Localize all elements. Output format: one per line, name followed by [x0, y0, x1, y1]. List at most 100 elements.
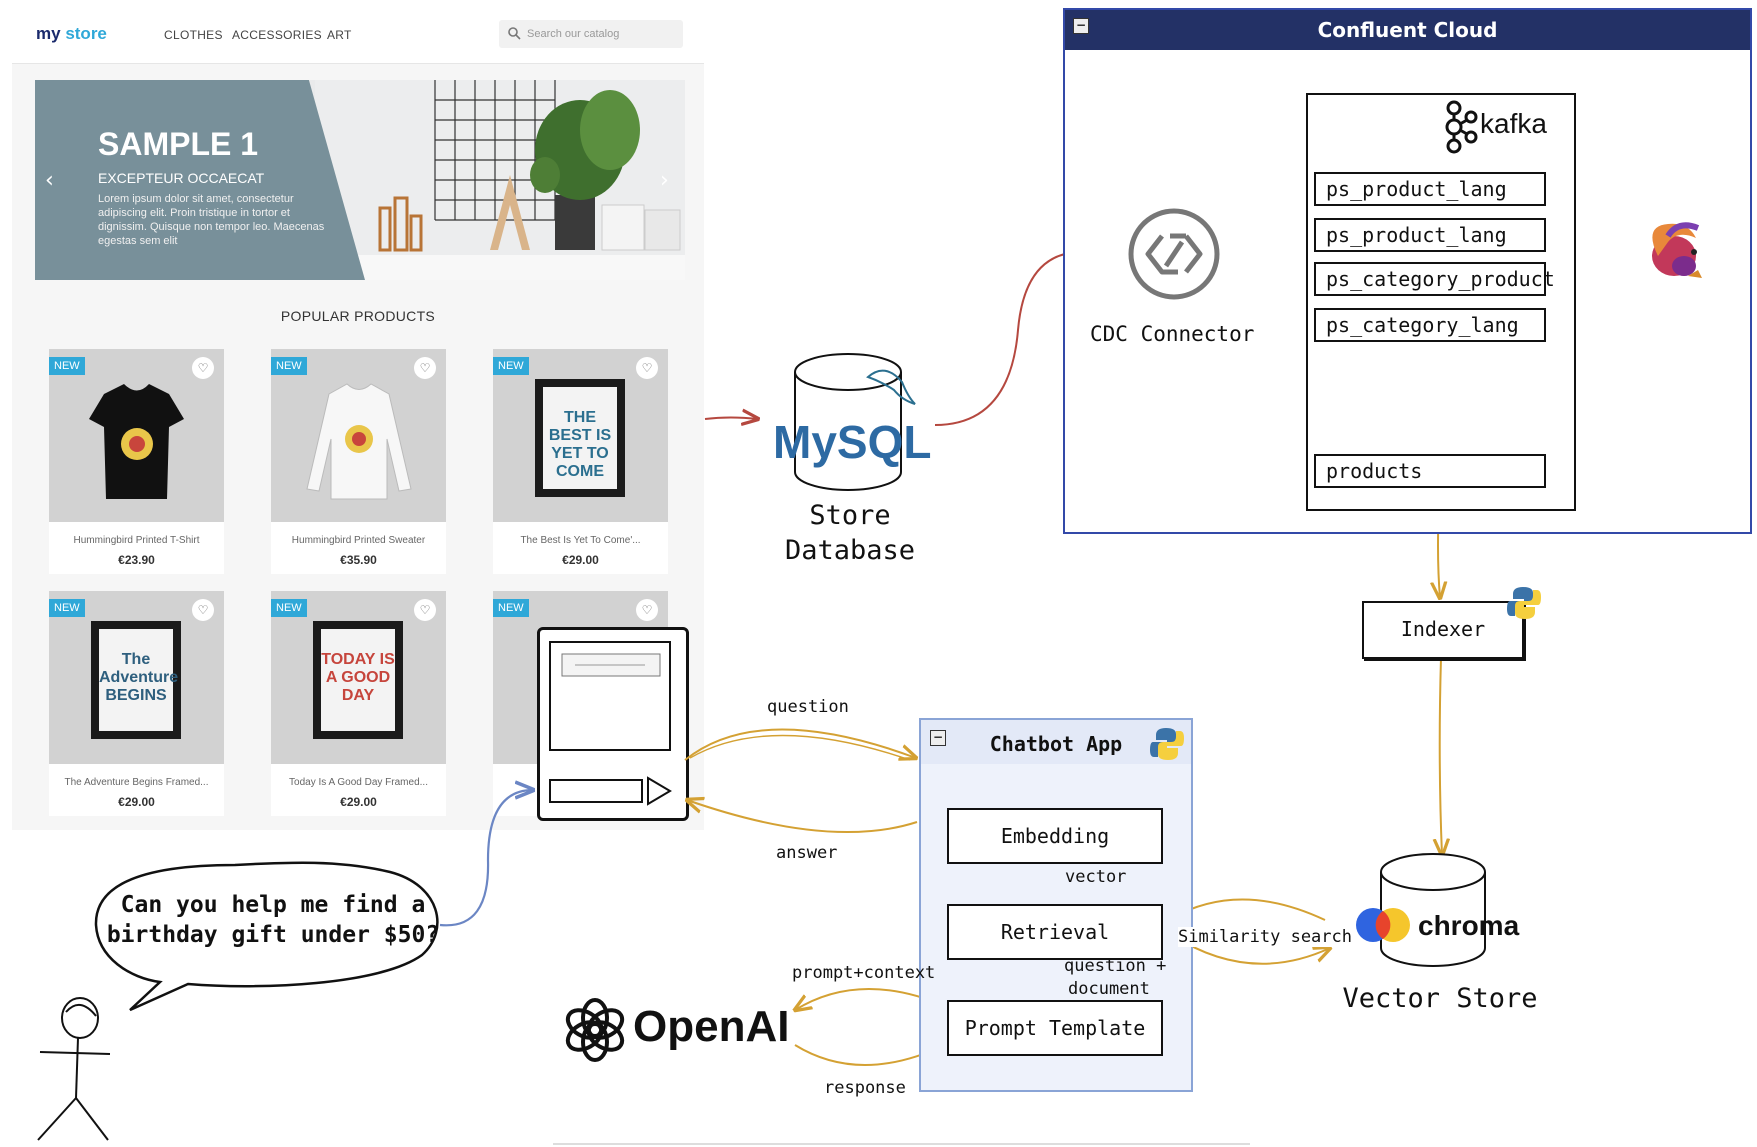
chroma-logo: chroma — [1418, 910, 1520, 941]
hero-next-icon[interactable]: › — [660, 168, 669, 193]
speech-line-2: birthday gift under $50? — [106, 922, 440, 948]
product-name[interactable]: The Best Is Yet To Come'... — [520, 535, 641, 546]
nav-art[interactable]: ART — [327, 28, 352, 42]
confluent-header: − Confluent Cloud — [1065, 10, 1750, 50]
vector-store-label: Vector Store — [1342, 983, 1538, 1014]
answer-arrow — [687, 800, 918, 834]
question-document-edge-label-1: question + — [1064, 956, 1167, 976]
hero-title: SAMPLE 1 — [98, 126, 259, 162]
product-name[interactable]: Today Is A Good Day Framed... — [289, 777, 428, 788]
nav-clothes[interactable]: CLOTHES — [164, 28, 223, 42]
collapse-icon[interactable]: − — [1073, 18, 1089, 34]
product-price: €35.90 — [340, 553, 377, 567]
product-card[interactable]: THE BEST IS YET TO COME NEW ♡ The Best I… — [493, 349, 668, 574]
product-name[interactable]: Hummingbird Printed T-Shirt — [73, 535, 200, 546]
store-header: my store CLOTHES ACCESSORIES ART Search … — [12, 8, 704, 64]
vector-edge-label: vector — [1065, 867, 1127, 887]
topic-ps-category-lang[interactable]: ps_category_lang — [1314, 308, 1546, 342]
product-name[interactable]: Hummingbird Printed Sweater — [291, 535, 426, 546]
similarity-search-edge-label: Similarity search — [1178, 927, 1352, 947]
embedding-step[interactable]: Embedding — [947, 808, 1163, 864]
new-badge: NEW — [271, 599, 307, 617]
kafka-container — [1306, 93, 1576, 511]
prompt-template-step[interactable]: Prompt Template — [947, 1000, 1163, 1056]
flink-squirrel-icon — [1652, 222, 1702, 278]
product-card[interactable]: NEW ♡ Hummingbird Printed Sweater €35.90 — [271, 349, 446, 574]
search-input[interactable]: Search our catalog — [499, 20, 683, 48]
store-to-mysql-arrow — [704, 418, 758, 420]
chroma-icon — [1356, 908, 1410, 942]
mysql-database-icon — [794, 353, 916, 491]
indexer-label: Indexer — [1400, 617, 1486, 641]
product-name[interactable]: The Adventure Begins Framed... — [64, 777, 209, 788]
hero-subtitle: EXCEPTEUR OCCAECAT — [98, 170, 265, 186]
chat-widget-sketch[interactable] — [537, 627, 689, 821]
product-card[interactable]: The Adventure BEGINS NEW ♡ The Adventure… — [49, 591, 224, 816]
product-card[interactable]: TODAY IS A GOOD DAY NEW ♡ Today Is A Goo… — [271, 591, 446, 816]
product-card[interactable]: NEW ♡ Hummingbird Printed T-Shirt €23.90 — [49, 349, 224, 574]
cdc-connector-label: CDC Connector — [1090, 322, 1255, 346]
wishlist-heart-icon[interactable]: ♡ — [636, 357, 658, 379]
speech-bubble — [94, 861, 439, 1012]
speech-line-1: Can you help me find a — [120, 892, 426, 918]
topic-ps-category-product[interactable]: ps_category_product — [1314, 262, 1555, 296]
prompt-context-edge-label: prompt+context — [792, 963, 936, 983]
cdc-connector-icon — [1128, 208, 1220, 300]
hero-photo — [315, 80, 685, 280]
topic-ps-product-lang[interactable]: ps_product_lang — [1314, 172, 1546, 206]
question-edge-label: question — [767, 697, 849, 717]
wishlist-heart-icon[interactable]: ♡ — [192, 599, 214, 621]
product-image — [49, 349, 224, 522]
question-document-edge-label-2: document — [1068, 979, 1150, 999]
store-logo[interactable]: my store — [36, 24, 107, 43]
topic-products[interactable]: products — [1314, 454, 1546, 488]
chat-widget-wireframe — [549, 641, 672, 806]
product-price: €29.00 — [118, 795, 155, 809]
product-image: THE BEST IS YET TO COME — [493, 349, 668, 522]
topic-ps-product-lang[interactable]: ps_product_lang — [1314, 218, 1546, 252]
hero-banner: SAMPLE 1 EXCEPTEUR OCCAECAT Lorem ipsum … — [35, 80, 685, 280]
user-to-widget-arrow — [439, 790, 533, 927]
mysql-label-line2: Database — [784, 535, 916, 566]
user-stick-figure — [37, 997, 111, 1141]
response-edge-label: response — [824, 1078, 906, 1098]
product-price: €29.00 — [562, 553, 599, 567]
chatbot-title: Chatbot App — [989, 732, 1123, 756]
wishlist-heart-icon[interactable]: ♡ — [414, 357, 436, 379]
kafka-label: kafka — [1480, 108, 1547, 139]
new-badge: NEW — [271, 357, 307, 375]
wishlist-heart-icon[interactable]: ♡ — [192, 357, 214, 379]
collapse-icon[interactable]: − — [930, 730, 946, 746]
similarity-search-arrow — [1172, 898, 1326, 920]
chatbot-header: − Chatbot App — [921, 720, 1191, 764]
new-badge: NEW — [49, 357, 85, 375]
tshirt-image — [89, 384, 184, 499]
question-arrow — [689, 734, 911, 761]
new-badge: NEW — [493, 599, 529, 617]
poster-frame: THE BEST IS YET TO COME — [535, 379, 625, 497]
product-image: TODAY IS A GOOD DAY — [271, 591, 446, 764]
python-icon — [1150, 728, 1184, 760]
product-image — [271, 349, 446, 522]
poster-frame: TODAY IS A GOOD DAY — [313, 621, 403, 739]
hero-prev-icon[interactable]: ‹ — [45, 168, 54, 193]
retrieval-step[interactable]: Retrieval — [947, 904, 1163, 960]
new-badge: NEW — [49, 599, 85, 617]
poster-frame: The Adventure BEGINS — [91, 621, 181, 739]
python-icon — [1507, 587, 1541, 619]
wishlist-heart-icon[interactable]: ♡ — [636, 599, 658, 621]
product-price: €29.00 — [340, 795, 377, 809]
product-image: The Adventure BEGINS — [49, 591, 224, 764]
vector-store-database-icon — [1380, 853, 1486, 967]
wishlist-heart-icon[interactable]: ♡ — [414, 599, 436, 621]
indexer-box[interactable]: Indexer — [1362, 601, 1524, 659]
openai-icon — [565, 998, 625, 1062]
hero-panel — [35, 80, 365, 280]
indexer-to-chroma-arrow — [1440, 657, 1442, 855]
mysql-to-cdc-arrow — [934, 252, 1085, 426]
mysql-logo: MySQL — [773, 416, 932, 468]
answer-edge-label: answer — [776, 843, 838, 863]
confluent-title: Confluent Cloud — [1317, 18, 1498, 42]
nav-accessories[interactable]: ACCESSORIES — [232, 28, 322, 42]
new-badge: NEW — [493, 357, 529, 375]
